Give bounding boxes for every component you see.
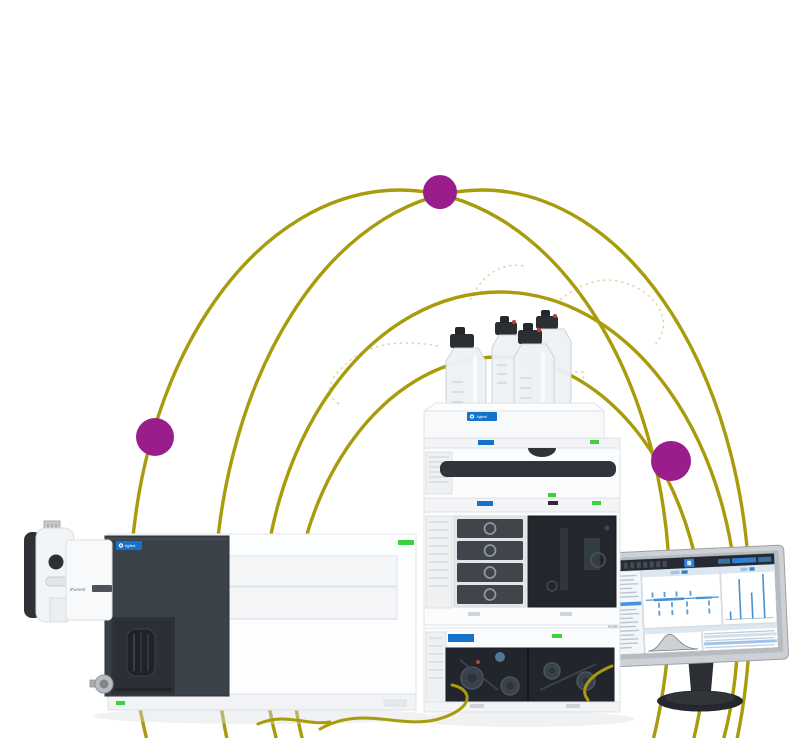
sampler-module [423,511,621,626]
drawer [457,519,523,538]
column-compartment-window [527,515,617,608]
orbit-dot-left [136,418,174,456]
pump-valve-blue [495,652,505,662]
detector-stripe [440,461,616,477]
orbit-dot-top [423,175,457,209]
ms-agilent-badge: Agilent [116,541,142,550]
drawer-knob [483,566,497,579]
ms-vacuum-flange [89,674,114,694]
drawer [457,585,523,604]
monitor [605,544,789,712]
orbit-dot-right [651,441,691,481]
ms-base [107,693,417,711]
table-row [703,639,777,646]
drawer-knob [483,522,497,535]
software-screen [613,553,779,656]
screen-table-panel [701,623,779,652]
pump-badge [448,634,474,642]
solvent-tray: Agilent [423,402,605,439]
screen-spectrum-panel [720,564,778,626]
table-row [703,632,777,639]
sample-drawers [453,515,527,608]
source-port [48,554,64,570]
selected-list-row [616,601,642,607]
source-housing [65,539,113,621]
screen-timeline-panel [641,566,723,629]
drawer [457,541,523,560]
detector-module [423,447,621,499]
cap-seal [536,327,542,333]
ms-spec-label [383,699,407,707]
stack-strip-upper [423,437,621,449]
ms-base-led [116,701,125,705]
drawer-knob [483,544,497,557]
ms-front-groove [228,586,398,620]
ms-window [126,628,156,677]
tray-badge-label: Agilent [477,415,487,419]
pump-led [552,634,562,638]
orbit-dots [136,175,691,481]
cables [256,664,614,731]
mass-spectrometer: Agilent iFunnel [24,520,417,711]
screen-left-panel [614,570,645,655]
lc-stack: Agilent [423,310,621,713]
ms-badge-label: Agilent [125,544,135,548]
detector-top-notch [528,448,556,457]
ion-source: iFunnel [24,520,113,623]
ms-status-led [398,540,414,545]
drawer-knob [483,588,497,601]
solvent-bottles [445,310,572,428]
pump-base [423,701,621,713]
cap-seal [553,314,557,318]
detector-led [548,493,556,497]
vent-panel [425,631,447,707]
monitor-panel [605,544,789,668]
source-model-label: iFunnel [70,587,86,592]
pump-window [445,647,615,703]
tray-agilent-badge: Agilent [467,412,497,421]
cap-seal [512,320,516,324]
pump-module [423,627,621,713]
stack-strip-lower [423,497,621,513]
drawer [457,563,523,582]
ms-front-groove [228,555,398,587]
screen-peak-panel [643,626,703,654]
